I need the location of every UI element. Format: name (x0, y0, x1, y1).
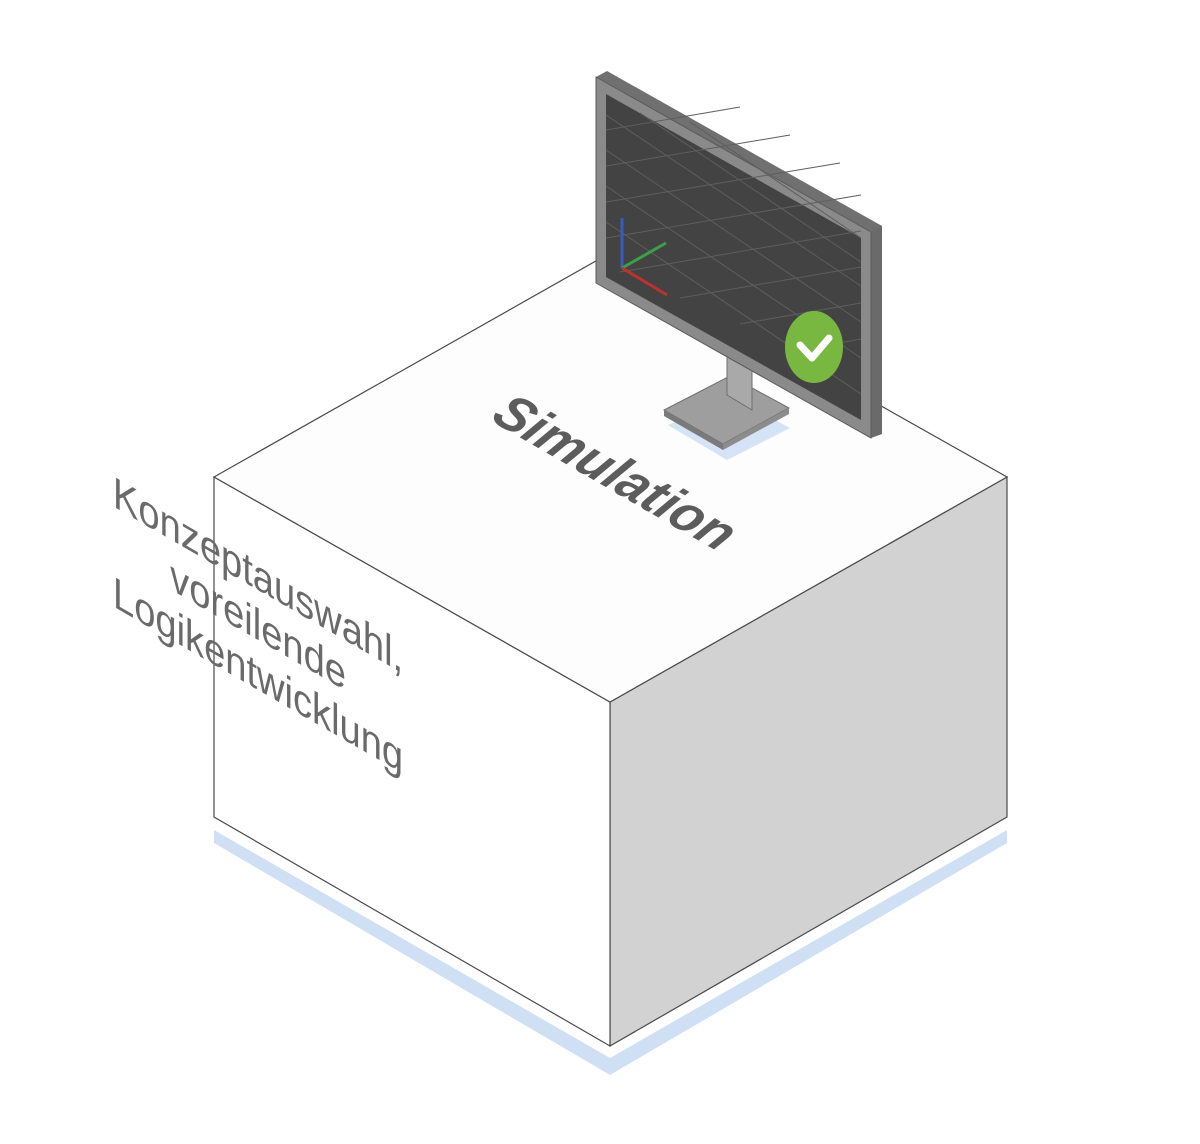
check-icon (785, 311, 843, 383)
screen-grid (605, 106, 862, 395)
xyz-axes-icon (620, 218, 668, 297)
monitor-top-edge (596, 71, 882, 232)
monitor-stand-base-edge (664, 410, 723, 450)
monitor-stand-base-edge-right (723, 408, 789, 450)
monitor-side (871, 220, 882, 438)
